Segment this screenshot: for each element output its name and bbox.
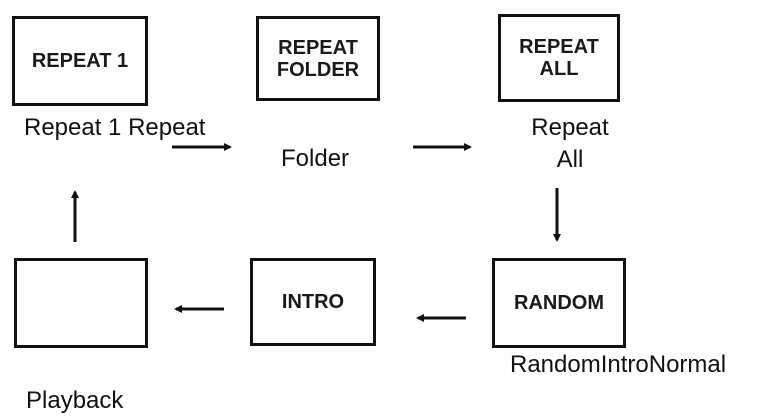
caption-folder: Folder	[281, 145, 350, 172]
random-box: RANDOM	[492, 258, 626, 348]
repeat-folder-box: REPEAT FOLDER	[256, 16, 380, 101]
caption-repeat-1-repeat: Repeat 1 Repeat	[24, 114, 206, 141]
repeat-1-box: REPEAT 1	[12, 16, 148, 106]
intro-box: INTRO	[250, 258, 376, 346]
playback-box	[14, 258, 148, 348]
caption-repeat-all: Repeat All	[531, 114, 609, 173]
caption-playback: Playback	[26, 387, 124, 414]
repeat-all-box: REPEAT ALL	[498, 14, 620, 102]
caption-random-intro-normal: RandomIntroNormal	[510, 351, 727, 378]
